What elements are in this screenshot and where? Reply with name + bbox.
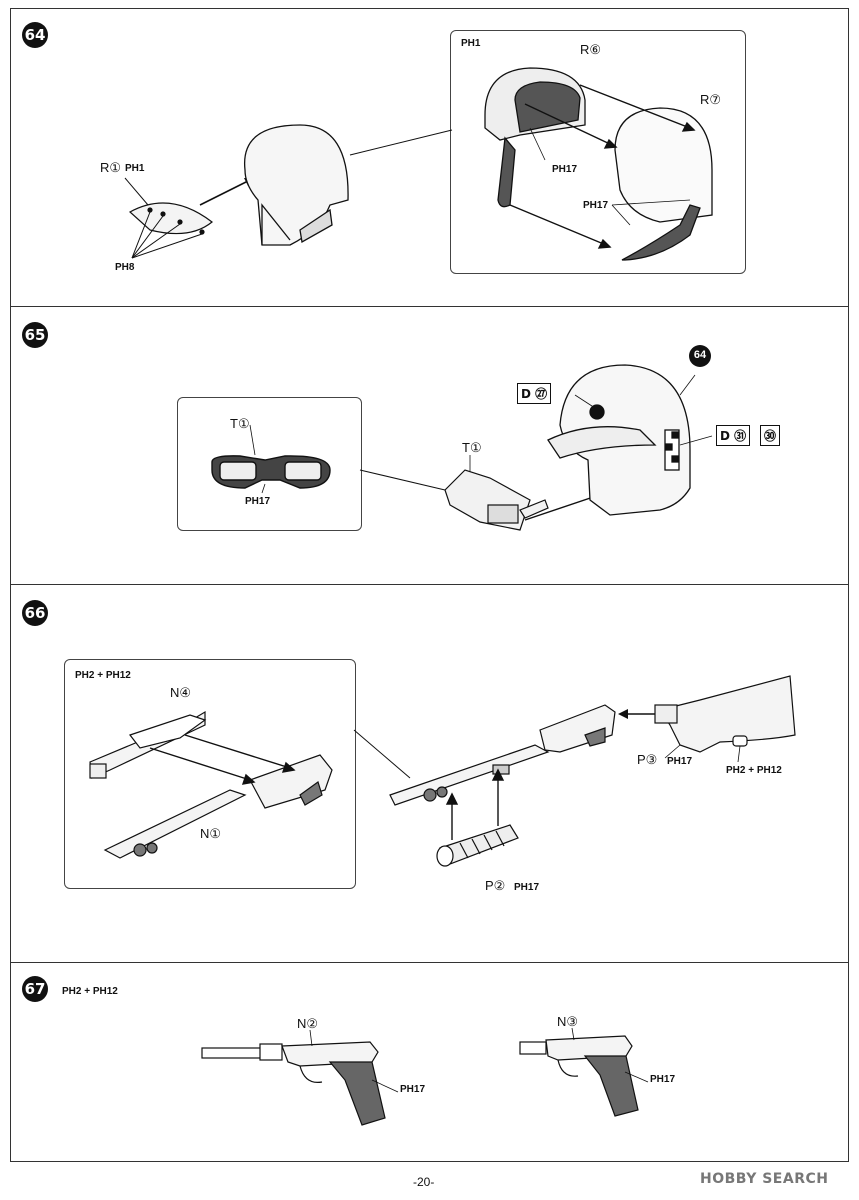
- ph17-ref-a: PH17: [552, 164, 578, 175]
- helmet-step-ref: 64: [693, 349, 707, 361]
- page-number: -20-: [413, 1175, 435, 1189]
- part-p2-label: P②: [485, 878, 506, 893]
- pump-part-p2: [436, 824, 519, 867]
- decal-d27: D ㉗: [517, 383, 552, 404]
- part-n3-ref: PH17: [650, 1074, 676, 1085]
- part-n4-label: N④: [170, 685, 192, 700]
- part-n1-label: N①: [200, 826, 222, 841]
- goggles-detail-label: T①: [230, 416, 250, 431]
- step-64-number: 64: [22, 22, 48, 48]
- step-67-ref: PH2 + PH12: [62, 986, 118, 997]
- step-65-number: 65: [22, 322, 48, 348]
- screws-ref: PH8: [115, 262, 135, 273]
- decal-30: ㉚: [760, 425, 781, 446]
- part-r7-label: R⑦: [700, 92, 722, 107]
- visor-ref: PH1: [125, 163, 145, 174]
- part-n2-label: N②: [297, 1016, 319, 1031]
- helmet-outer-part: [614, 107, 713, 261]
- part-r6-label: R⑥: [580, 42, 602, 57]
- goggles-part: [444, 469, 549, 531]
- detail-arrows: [509, 84, 696, 249]
- step-66-number: 66: [22, 600, 48, 626]
- pump-arrows: [445, 768, 505, 840]
- detail-connector-65: [359, 469, 446, 491]
- visor-label: R①: [100, 160, 122, 175]
- detail-66-ref: PH2 + PH12: [75, 670, 131, 681]
- step-67-number: 67: [22, 976, 48, 1002]
- part-n3-label: N③: [557, 1014, 579, 1029]
- slide-part-n4: [89, 710, 207, 779]
- detail-64-ref: PH1: [461, 38, 481, 49]
- part-n2-ref: PH17: [400, 1084, 426, 1095]
- stock-part-p3: [654, 675, 796, 753]
- barrel-part-n1: [103, 754, 333, 859]
- pistol-n3: [519, 1035, 639, 1117]
- step-67-panel: [10, 962, 849, 1162]
- helmet-inner-part: [484, 67, 586, 208]
- detail-connector: [349, 129, 453, 156]
- screw-leader-lines: [124, 177, 203, 259]
- stock-ref: PH2 + PH12: [726, 765, 782, 776]
- goggles-label: T①: [462, 440, 482, 455]
- assembly-arrow: [199, 179, 251, 206]
- decal-d31: D ㉛: [716, 425, 751, 446]
- pistol-n2: [201, 1041, 386, 1126]
- detail-66-arrows: [149, 734, 296, 785]
- shotgun-body: [389, 704, 616, 806]
- helmet-part: [244, 124, 349, 246]
- ph17-ref-b: PH17: [583, 200, 609, 211]
- helmet-assembled: [547, 364, 691, 516]
- goggles-detail: [211, 455, 331, 489]
- watermark-text: HOBBY SEARCH: [700, 1171, 829, 1187]
- part-p3-ref: PH17: [667, 756, 693, 767]
- goggles-detail-ref: PH17: [245, 496, 271, 507]
- part-p2-ref: PH17: [514, 882, 540, 893]
- visor-part: [128, 202, 213, 235]
- part-p3-label: P③: [637, 752, 658, 767]
